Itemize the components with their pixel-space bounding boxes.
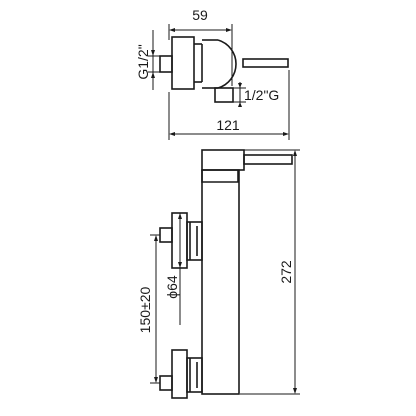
dim-121-label: 121 [216,117,240,133]
upper-nut [186,221,203,261]
lower-inlet [159,375,173,391]
dim-64-label: ϕ64 [164,275,180,299]
dim-59-arrow-right [226,28,232,32]
dim-g12-label: G1/2" [135,44,151,79]
dim-150-label: 150±20 [137,286,153,333]
dim-59-label: 59 [192,7,208,23]
top-view: 59 G1/2" 1/2"G 121 [135,7,290,140]
dim-150-arrow-top [154,235,158,241]
valve-cap [201,149,245,171]
lower-flange [171,349,188,399]
upper-inlet [159,227,173,243]
dim-150-arrow-bottom [154,377,158,383]
outlet-pipe [214,87,234,103]
dim-g12-arrow-top [151,50,155,56]
dim-64-arrow-top [178,213,182,219]
lower-nut [186,357,203,393]
dim-272-arrow-bottom [293,388,297,394]
lever-handle-front [243,154,293,165]
valve-body-front [201,169,240,395]
dim-272-arrow-top [293,150,297,156]
dim-outlet-arrow-top [238,83,242,88]
lever-handle-top [242,58,289,68]
inlet-pipe [159,55,173,73]
dim-64-arrow-bottom [178,262,182,268]
dim-121-arrow-right [283,132,289,136]
dim-outlet-label: 1/2"G [244,87,279,103]
dim-g12-arrow-bottom [151,72,155,78]
dim-outlet-arrow-bottom [238,102,242,107]
dim-272-label: 272 [278,260,294,284]
valve-cap-collar [201,170,239,183]
dim-121-arrow-left [169,132,175,136]
dim-59-arrow-left [169,28,175,32]
front-view: 150±20 ϕ64 272 [137,149,300,399]
valve-body-right [217,39,237,89]
wall-flange [171,36,195,90]
